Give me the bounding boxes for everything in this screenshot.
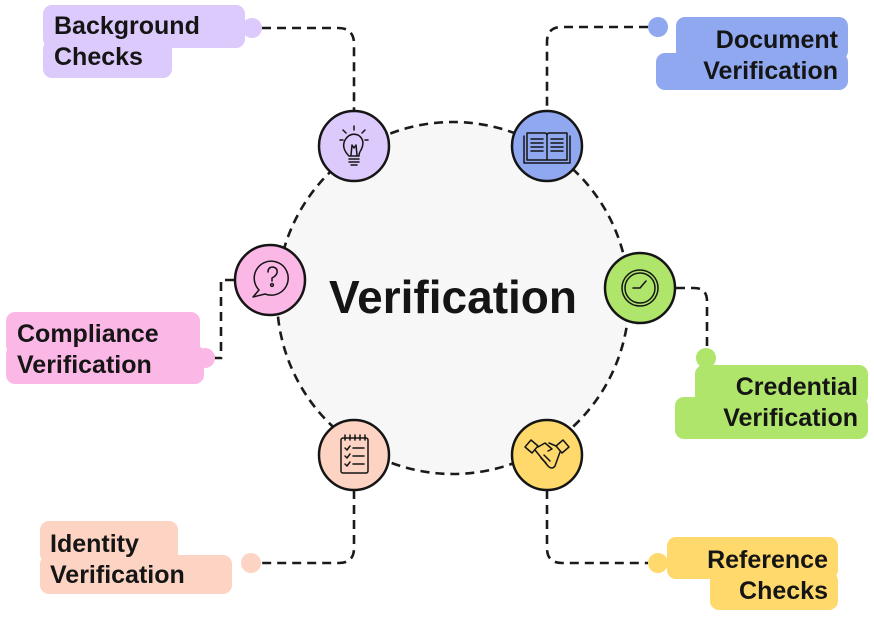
question-bubble-icon [252, 260, 289, 298]
node-reference-checks [510, 418, 584, 492]
label-line2: Checks [54, 43, 143, 71]
label-document-verification: Document Verification [648, 17, 848, 90]
clock-icon [621, 269, 659, 307]
label-compliance-verification: Compliance Verification [6, 312, 215, 384]
connector-identity [261, 490, 356, 565]
connector-reference [545, 490, 648, 565]
connector-compliance [212, 278, 234, 360]
node-document-verification [510, 109, 584, 183]
label-line2: Verification [723, 404, 858, 432]
node-background-checks [317, 109, 391, 183]
node-credential-verification [603, 251, 677, 325]
label-background-checks: Background Checks [43, 5, 262, 78]
label-line1: Identity [50, 530, 139, 558]
node-identity-verification [317, 418, 391, 492]
label-line1: Reference [707, 546, 828, 574]
lightbulb-icon [339, 125, 369, 166]
label-credential-verification: Credential Verification [675, 348, 868, 439]
handshake-icon [524, 439, 570, 469]
label-line1: Credential [736, 373, 858, 401]
label-line1: Document [716, 26, 839, 54]
center-title: Verification [329, 271, 577, 323]
label-identity-verification: Identity Verification [40, 521, 261, 594]
label-line2: Checks [739, 577, 828, 605]
book-icon [523, 132, 571, 164]
connector-document [545, 25, 648, 112]
node-compliance-verification [233, 243, 307, 317]
label-line2: Verification [50, 561, 185, 589]
label-line1: Background [54, 12, 200, 40]
checklist-icon [340, 434, 369, 474]
connector-background [262, 26, 356, 112]
connector-credential [676, 286, 709, 350]
label-line2: Verification [17, 351, 152, 379]
label-line2: Verification [703, 57, 838, 85]
label-reference-checks: Reference Checks [648, 537, 838, 610]
label-line1: Compliance [17, 320, 159, 348]
